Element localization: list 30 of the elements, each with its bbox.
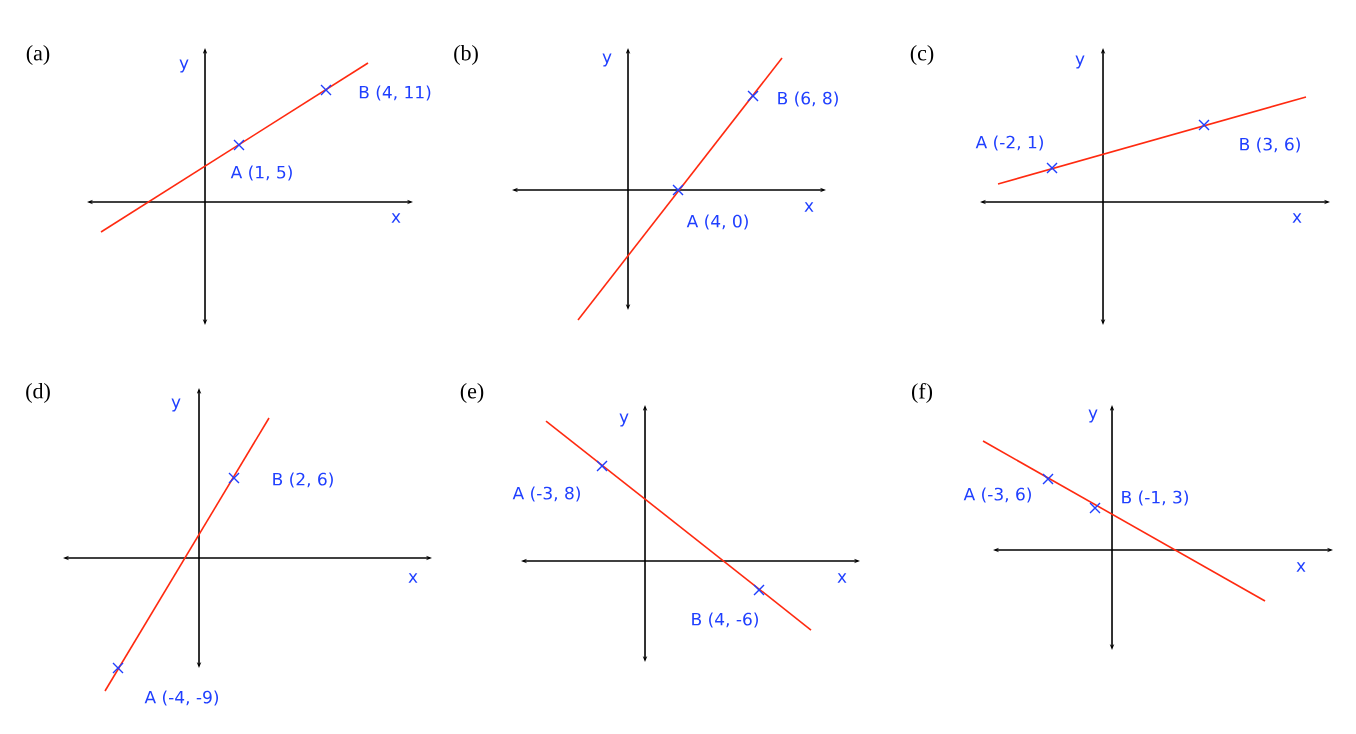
- point-label: B (4, 11): [359, 85, 431, 101]
- axis-label: x: [408, 573, 418, 583]
- axis-label: y: [1088, 409, 1098, 423]
- axis-label: y: [179, 59, 189, 73]
- panel-label: (b): [454, 45, 478, 65]
- point-label: A (4, 0): [686, 214, 748, 230]
- panel-label: (d): [26, 383, 50, 403]
- point-label: A (-2, 1): [975, 135, 1043, 151]
- axis-label: y: [171, 398, 181, 412]
- panel-label: (c): [910, 45, 934, 65]
- panel-label: (e): [460, 383, 484, 403]
- panel-label: (a): [26, 45, 50, 65]
- axis-label: x: [391, 213, 401, 223]
- point-label: A (-3, 6): [963, 487, 1031, 503]
- axis-label: x: [1292, 213, 1302, 223]
- axis-label: x: [837, 573, 847, 583]
- point-label: B (4, -6): [692, 612, 758, 628]
- point-label: A (1, 5): [230, 165, 292, 181]
- point-label: B (-1, 3): [1122, 490, 1188, 506]
- axis-label: x: [1296, 562, 1306, 572]
- panel-label: (f): [912, 382, 933, 404]
- point-label: B (6, 8): [778, 91, 838, 107]
- axis-label: y: [1075, 55, 1085, 69]
- axis-label: y: [602, 53, 612, 67]
- axis-label: x: [804, 202, 814, 212]
- point-label: B (3, 6): [1240, 137, 1300, 153]
- point-label: A (-3, 8): [512, 486, 580, 502]
- point-label: B (2, 6): [273, 472, 333, 488]
- axis-label: y: [619, 413, 629, 427]
- point-label: A (-4, -9): [144, 690, 219, 706]
